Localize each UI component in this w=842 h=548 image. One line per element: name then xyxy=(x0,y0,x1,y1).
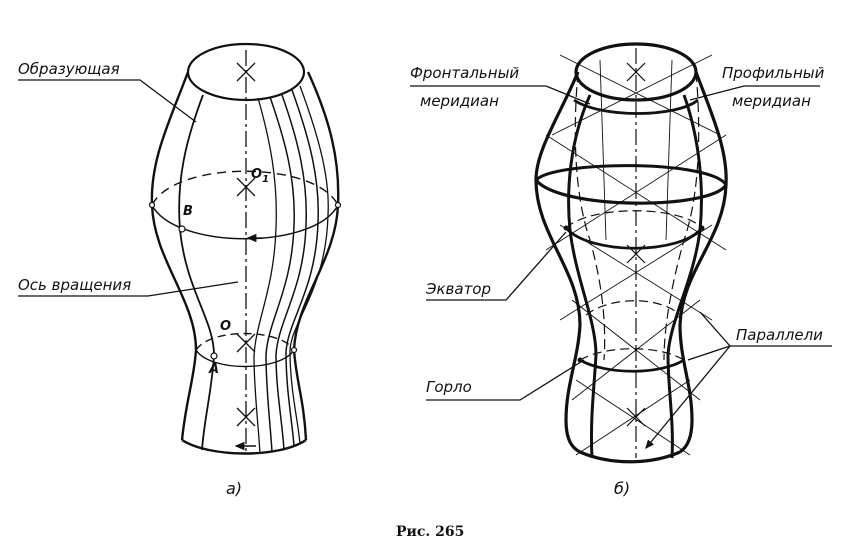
parallel-b xyxy=(151,204,339,240)
right-outline-b xyxy=(678,71,728,454)
frontal-meridian xyxy=(567,94,598,459)
label-generatrix: Образующая xyxy=(18,60,120,78)
point-a-label: A xyxy=(208,362,219,377)
left-outline-b xyxy=(534,71,582,454)
surface-of-revolution-a xyxy=(18,42,340,455)
left-outline xyxy=(150,71,198,441)
equator xyxy=(534,178,728,205)
subfigure-a-label: а) xyxy=(226,479,242,498)
leader-axis xyxy=(18,281,239,297)
parallel-a xyxy=(195,349,295,368)
bottom-arc xyxy=(181,438,307,455)
throat-parallel xyxy=(579,358,685,373)
label-axis-of-rotation: Ось вращения xyxy=(18,276,131,294)
label-throat: Горло xyxy=(426,378,472,396)
profile-meridian xyxy=(666,94,703,459)
label-equator: Экватор xyxy=(425,280,491,298)
point-o1-label: O1 xyxy=(251,167,269,185)
point-o-label: O xyxy=(220,319,231,334)
surface-of-revolution-b xyxy=(410,42,832,464)
points-b xyxy=(563,225,705,363)
leader-generatrix xyxy=(18,79,197,123)
label-parallels: Параллели xyxy=(736,326,823,344)
points-a xyxy=(148,201,342,360)
right-outline xyxy=(292,71,340,441)
label-profile-meridian-2: меридиан xyxy=(732,92,811,110)
label-profile-meridian-1: Профильный xyxy=(722,64,825,82)
label-frontal-meridian-2: меридиан xyxy=(420,92,499,110)
label-frontal-meridian-1: Фронтальный xyxy=(410,64,519,82)
figure-caption: Рис. 265 xyxy=(396,524,464,540)
subfigure-b-label: б) xyxy=(614,479,630,498)
point-b-label: B xyxy=(183,204,193,219)
parallel-b-back xyxy=(151,170,339,206)
